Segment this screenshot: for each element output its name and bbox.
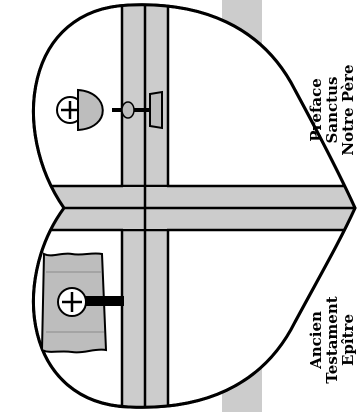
bottom-label-group: Ancien Testament Epître	[307, 296, 357, 383]
label-epitre: Epître	[339, 314, 357, 366]
label-notre-pere: Notre Père	[339, 64, 357, 155]
top-label-group: Préface Sanctus Notre Père	[307, 64, 357, 155]
